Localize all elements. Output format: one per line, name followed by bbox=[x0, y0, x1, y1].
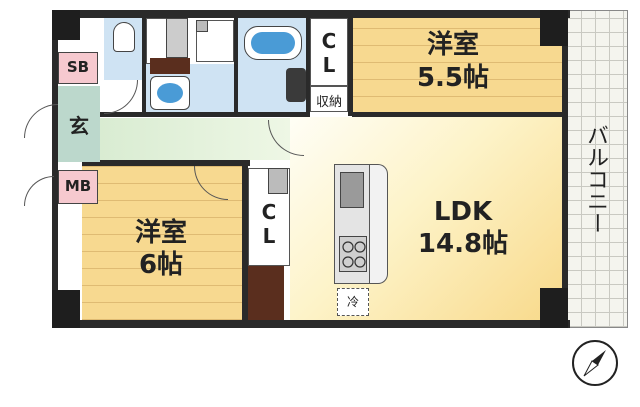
wall-bath-left bbox=[234, 18, 238, 114]
hallway bbox=[100, 118, 290, 160]
door-swing-entrance bbox=[24, 104, 58, 138]
pipe-space-top bbox=[166, 18, 188, 58]
closet-middle-lower bbox=[248, 266, 284, 320]
storage-label: 収納 bbox=[315, 95, 342, 110]
bathtub-icon bbox=[244, 26, 302, 60]
entrance-floor bbox=[58, 86, 100, 162]
meter-box bbox=[58, 170, 98, 204]
ldk-size: 14.8帖 bbox=[417, 229, 509, 259]
pillar-bottom-left bbox=[52, 290, 80, 328]
wall-top bbox=[52, 10, 570, 18]
door-swing-toilet bbox=[104, 80, 138, 114]
stove-icon bbox=[339, 236, 367, 272]
door-swing-mb bbox=[24, 176, 54, 206]
shower-icon bbox=[286, 68, 306, 102]
western-room-5-5-name: 洋室 bbox=[426, 30, 479, 60]
western-room-6-name: 洋室 bbox=[134, 218, 187, 248]
kitchen-sink bbox=[340, 172, 364, 208]
wash-storage bbox=[150, 58, 190, 74]
wall-toilet-right bbox=[142, 18, 146, 114]
wall-right bbox=[562, 10, 568, 328]
western-room-5-5 bbox=[352, 18, 562, 114]
closet-top bbox=[310, 18, 348, 86]
wall-western-6-right bbox=[242, 160, 248, 320]
storage-unit bbox=[310, 86, 348, 112]
washbasin-icon bbox=[150, 76, 190, 110]
balcony bbox=[566, 10, 628, 328]
wall-western-6-top bbox=[82, 160, 250, 166]
wall-western-5-5-left bbox=[348, 10, 353, 116]
pillar-top-left bbox=[52, 10, 80, 40]
toilet-icon bbox=[113, 22, 135, 52]
shoe-box bbox=[58, 52, 98, 84]
fridge-label: 冷 bbox=[346, 295, 359, 309]
pillar-bottom-right bbox=[540, 288, 568, 328]
entrance-label: 玄 bbox=[69, 114, 89, 138]
closet-top-label: C L bbox=[321, 29, 337, 77]
meter-box-label: MB bbox=[64, 177, 92, 195]
pipe-space bbox=[268, 168, 288, 194]
pillar-top-right bbox=[540, 10, 568, 46]
western-room-6-size: 6帖 bbox=[138, 250, 184, 280]
counter-curve bbox=[370, 164, 388, 284]
western-room-5-5-size: 5.5帖 bbox=[416, 63, 490, 93]
wall-western-5-5-bottom bbox=[352, 112, 562, 117]
wall-bottom bbox=[52, 320, 570, 328]
closet-middle-label: C L bbox=[261, 200, 277, 248]
balcony-label: バルコニー bbox=[583, 124, 608, 234]
wall-closet-left bbox=[306, 18, 310, 114]
wall-wet-bottom bbox=[100, 112, 310, 117]
fridge-space bbox=[337, 288, 369, 316]
ldk-name: LDK bbox=[433, 197, 493, 227]
shoe-box-label: SB bbox=[66, 58, 90, 76]
wall-left bbox=[52, 10, 58, 328]
north-arrow-icon bbox=[570, 338, 620, 388]
washing-machine-pipe bbox=[196, 20, 208, 32]
western-room-6 bbox=[82, 166, 244, 320]
